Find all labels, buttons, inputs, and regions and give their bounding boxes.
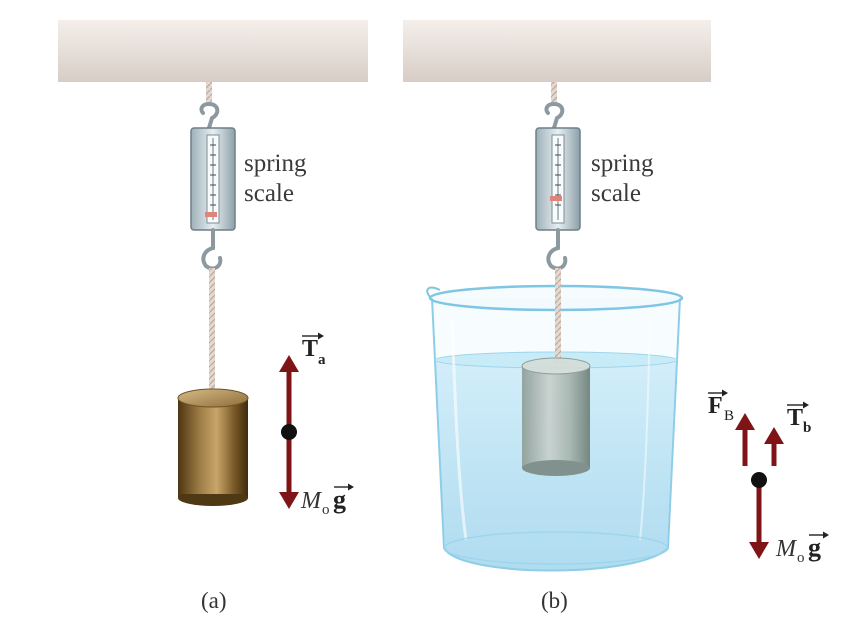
weight-symbol-a: M [300,488,323,514]
scale-pointer-b [550,196,562,201]
scale-label-a-line1: spring [244,150,307,177]
caption-b: (b) [541,588,568,613]
spring-scale-b [535,127,581,231]
vector-arrow-weight-b [809,531,829,539]
buoyant-arrowhead-b [735,413,755,430]
weight-arrowhead-b [749,542,769,559]
rope-a-bottom [209,268,215,396]
metal-cylinder-a [177,388,249,506]
weight-symbol-b: M [775,536,798,562]
hook-a-top [199,102,220,130]
weight-subscript-a: o [322,502,330,518]
buoyant-subscript-b: B [724,408,734,424]
hook-a-bottom [201,228,223,271]
force-dot-b [751,472,767,488]
label-tension-a: T a [302,332,326,368]
label-buoyant-b: F B [708,389,734,424]
weight-vector-a: g [333,485,346,514]
rope-a-top [206,82,212,104]
hook-b-bottom [546,228,568,271]
tension-subscript-b: b [803,420,811,436]
rope-b-top [551,82,557,104]
buoyant-symbol-b: F [708,393,723,419]
rope-b-bottom [555,268,561,364]
force-dot-a [281,424,297,440]
hook-b-top [544,102,565,130]
scale-label-a-line2: scale [244,180,294,207]
panel-b: spring scale [403,20,829,613]
vector-arrow-tension-a [302,332,324,340]
weight-vector-b: g [808,533,821,562]
caption-a: (a) [201,588,227,613]
tension-subscript-a: a [318,352,326,368]
vector-arrow-weight-a [334,483,354,491]
label-tension-b: T b [787,401,811,436]
tension-arrowhead-a [279,355,299,372]
ceiling-b [403,20,711,82]
weight-arrowhead-a [279,492,299,509]
weight-subscript-b: o [797,550,805,566]
force-diagram-a [279,355,299,509]
tension-symbol-a: T [302,336,318,362]
force-diagram-b [735,413,784,559]
vector-arrow-buoyant-b [708,389,728,397]
ceiling-a [58,20,368,82]
vector-arrow-tension-b [787,401,809,409]
label-weight-a: M o g [300,483,354,518]
scale-pointer-a [205,212,217,217]
scale-label-b-line2: scale [591,180,641,207]
scale-label-b-line1: spring [591,150,654,177]
label-weight-b: M o g [775,531,829,566]
tension-arrowhead-b [764,427,784,444]
spring-scale-a [190,127,236,231]
submerged-cylinder-b [521,357,591,476]
tension-symbol-b: T [787,405,803,431]
panel-a: spring scale T a [58,20,368,613]
